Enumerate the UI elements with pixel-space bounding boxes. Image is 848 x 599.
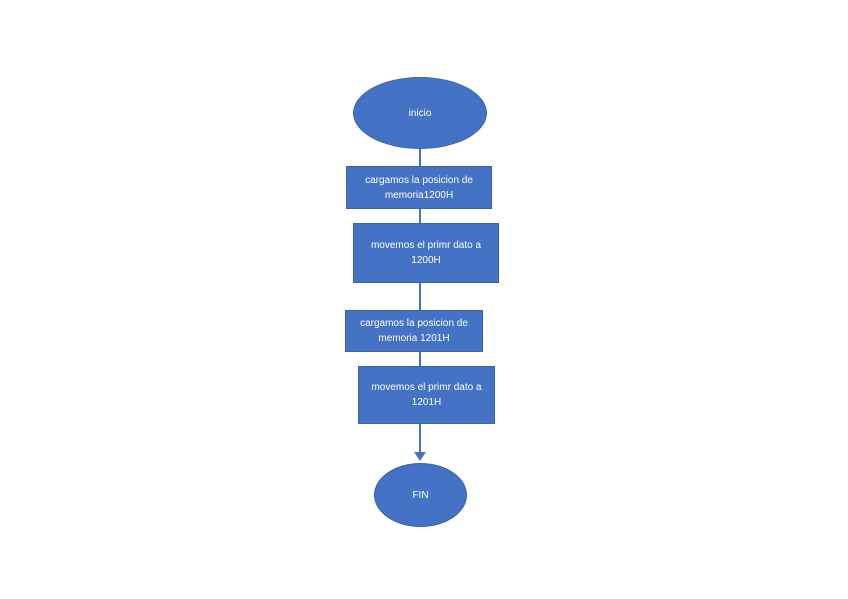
flowchart-node-step4[interactable]: movemos el primr dato a 1201H: [358, 366, 495, 424]
node-label-end: FIN: [412, 489, 429, 501]
node-label-start: inicio: [408, 107, 432, 119]
connector-step4-end: [419, 424, 421, 453]
node-label-step4: movemos el primr dato a 1201H: [371, 382, 482, 408]
flowchart-node-step2[interactable]: movemos el primr dato a 1200H: [353, 223, 499, 283]
arrowhead-icon: [414, 452, 426, 461]
node-label-step3: cargamos la posicion de memoria 1201H: [360, 318, 468, 344]
connector-step3-step4: [419, 352, 421, 366]
node-label-step2: movemos el primr dato a 1200H: [370, 240, 482, 266]
flowchart-node-start[interactable]: inicio: [353, 77, 487, 149]
connector-step2-step3: [419, 283, 421, 310]
connector-start-step1: [419, 149, 421, 166]
flowchart-node-end[interactable]: FIN: [374, 463, 467, 527]
node-label-step1: cargamos la posicion de memoria1200H: [365, 174, 473, 201]
flowchart-node-step1[interactable]: cargamos la posicion de memoria1200H: [346, 166, 492, 209]
flowchart-node-step3[interactable]: cargamos la posicion de memoria 1201H: [345, 310, 483, 352]
connector-step1-step2: [419, 209, 421, 223]
